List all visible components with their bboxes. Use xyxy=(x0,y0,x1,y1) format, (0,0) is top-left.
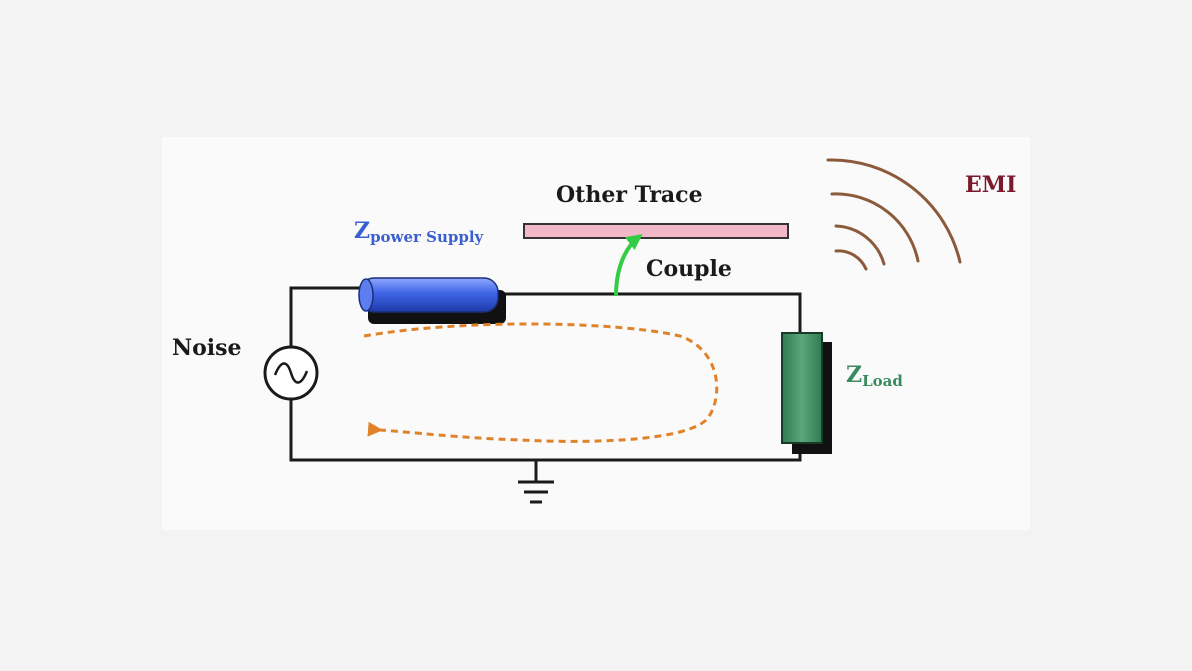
diagram-panel xyxy=(162,137,1030,530)
z-power-sub: power Supply xyxy=(370,228,484,246)
load-impedance xyxy=(781,332,832,454)
power-supply-impedance xyxy=(358,277,506,324)
current-loop-arrow xyxy=(363,322,719,443)
z-load-sub: Load xyxy=(862,372,903,390)
z-power-supply-label: Zpower Supply xyxy=(354,218,485,246)
ground-icon xyxy=(518,480,554,504)
other-trace xyxy=(523,223,789,239)
z-load-main: Z xyxy=(846,362,862,388)
couple-label: Couple xyxy=(646,256,732,282)
other-trace-label: Other Trace xyxy=(556,182,703,208)
noise-label: Noise xyxy=(172,335,242,361)
ac-source-icon xyxy=(263,345,319,401)
couple-arrow xyxy=(614,234,643,297)
emi-waves-icon xyxy=(826,158,962,271)
emi-label: EMI xyxy=(965,172,1016,198)
z-power-main: Z xyxy=(354,218,370,244)
z-load-label: ZLoad xyxy=(846,362,903,390)
circuit-wires xyxy=(289,286,802,482)
